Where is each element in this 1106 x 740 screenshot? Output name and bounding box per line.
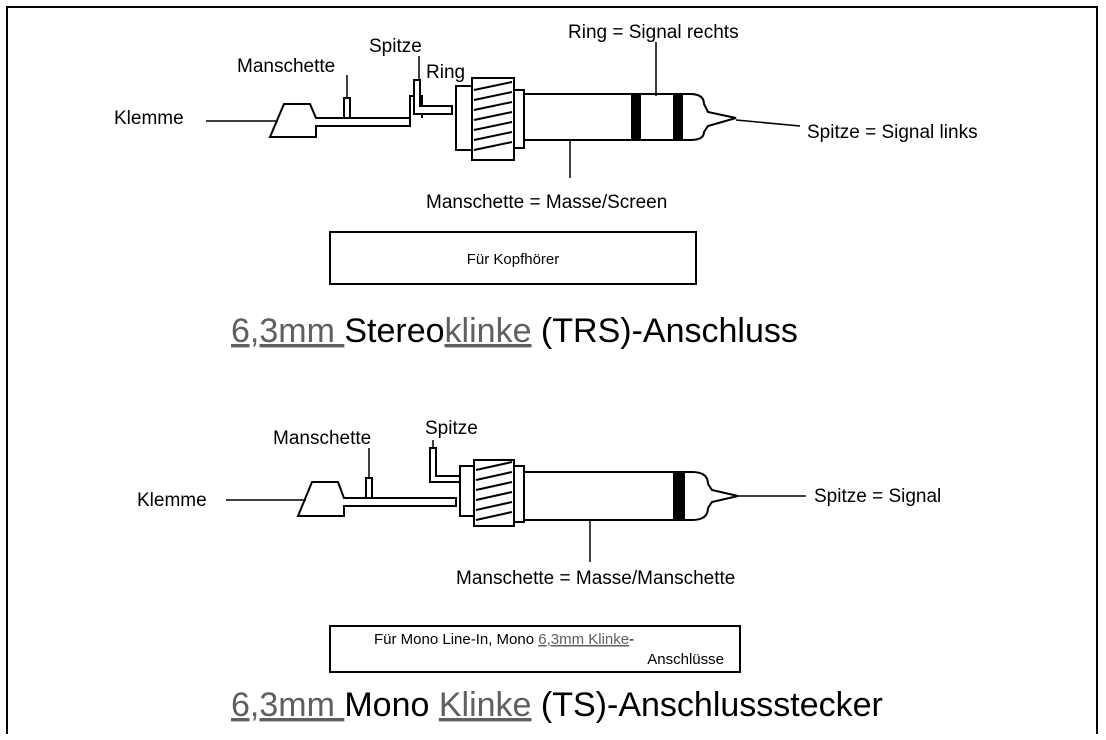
ts-insulator [673,471,685,521]
ts-title: 6,3mm Mono Klinke (TS)-Anschlussstecker [231,686,883,724]
trs-ring-lug [413,79,453,115]
trs-insulator-2 [673,93,683,141]
trs-label-ring-signal: Ring = Signal rechts [568,22,739,43]
ts-title-word-a: Mono [344,686,439,724]
trs-usage-text: Für Kopfhörer [467,251,560,268]
trs-label-spitze: Spitze [369,36,422,57]
trs-sleeve [523,93,633,141]
trs-collar [455,85,473,151]
ts-title-rest: (TS)-Anschlussstecker [531,686,882,724]
trs-label-klemme: Klemme [114,108,184,129]
ts-usage-prefix: Für Mono Line-In, Mono [374,631,538,648]
trs-title-size[interactable]: 6,3mm [231,312,344,350]
trs-ring [639,93,675,141]
trs-title-word-b[interactable]: klinke [445,312,532,350]
ts-usage-link[interactable]: 6,3mm Klinke [538,631,629,648]
ts-collar [459,465,475,517]
trs-usage-box [329,231,697,285]
ts-usage-suffix: - [629,631,634,648]
trs-title-rest: (TRS)-Anschluss [531,312,797,350]
diagram-frame [6,6,1098,734]
trs-nut [513,89,525,149]
ts-usage-box [329,625,741,673]
ts-nut [513,465,525,523]
ts-label-spitze-signal: Spitze = Signal [814,486,941,507]
ts-label-manschette-masse: Manschette = Masse/Manschette [456,568,735,589]
trs-label-spitze-signal: Spitze = Signal links [807,122,978,143]
ts-label-spitze: Spitze [425,418,478,439]
ts-plug [296,447,739,527]
trs-label-manschette: Manschette [237,56,335,77]
ts-sleeve-tab [365,477,373,499]
trs-title: 6,3mm Stereoklinke (TRS)-Anschluss [231,312,798,350]
trs-clamp [268,103,411,138]
ts-clamp [296,481,457,517]
ts-usage-line1: Für Mono Line-In, Mono 6,3mm Klinke- [374,631,634,648]
ts-tip [683,471,739,521]
ts-title-size[interactable]: 6,3mm [231,686,344,724]
trs-label-ring: Ring [426,62,465,83]
trs-insulator-1 [631,93,641,141]
trs-tip [681,93,737,141]
ts-usage-line2: Anschlüsse [647,651,724,668]
ts-label-klemme: Klemme [137,490,207,511]
trs-plug [268,77,737,161]
ts-title-word-b[interactable]: Klinke [439,686,532,724]
ts-label-manschette: Manschette [273,428,371,449]
ts-sleeve [523,471,675,521]
trs-sleeve-tab [343,97,351,119]
trs-title-word-a: Stereo [344,312,444,350]
trs-label-manschette-masse: Manschette = Masse/Screen [426,192,667,213]
